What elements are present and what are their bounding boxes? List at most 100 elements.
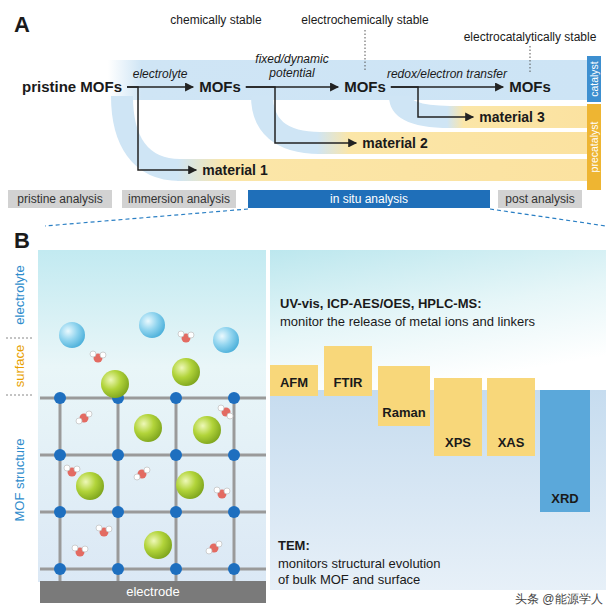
region-divider — [6, 338, 34, 339]
node-text: MOFs — [509, 78, 551, 96]
precatalyst-ribbon — [400, 96, 450, 117]
linker — [117, 398, 120, 581]
mof-framework — [40, 398, 266, 581]
analysis-stage: in situ analysis — [248, 190, 490, 208]
state-label: MOFs — [341, 77, 389, 97]
water-molecule — [214, 487, 230, 499]
technique-box: Raman — [378, 366, 430, 426]
node-text: material 3 — [479, 109, 544, 126]
hydrogen-atom — [214, 487, 220, 493]
region-divider — [6, 395, 34, 396]
metal-node — [54, 563, 66, 575]
metal-node — [54, 449, 66, 461]
guest-sphere — [172, 358, 200, 386]
panel-letter: B — [14, 228, 30, 254]
catalyst-band — [108, 60, 588, 100]
guest-sphere — [193, 416, 221, 444]
hydrogen-atom — [82, 546, 88, 552]
metal-node — [54, 506, 66, 518]
method-note: monitors structural evolution of bulk MO… — [278, 556, 450, 588]
guest-sphere — [76, 472, 104, 500]
hydrogen-atom — [100, 352, 106, 358]
water-molecule — [64, 465, 80, 477]
hydrogen-atom — [90, 351, 96, 357]
node-text: material 1 — [202, 162, 267, 179]
node-text: pristine analysis — [17, 192, 102, 206]
water-molecule — [96, 525, 112, 537]
bar-label: precatalyst — [588, 122, 601, 173]
node-text: in situ analysis — [330, 192, 408, 206]
cation-sphere — [213, 327, 239, 353]
hydrogen-atom — [144, 467, 150, 473]
watermark: 头条 @能源学人 — [515, 592, 603, 606]
precatalyst-bar — [587, 104, 601, 190]
hydrogen-atom — [72, 545, 78, 551]
state-label: MOFs — [506, 77, 554, 97]
technique-box: XAS — [487, 378, 535, 456]
hydrogen-atom — [74, 466, 80, 472]
hydrogen-atom — [224, 488, 230, 494]
zoom-line — [45, 209, 248, 226]
catalyst-bar — [587, 56, 601, 102]
hydrogen-atom — [206, 548, 212, 554]
region-label: MOF structure — [12, 438, 28, 521]
metal-node — [170, 563, 182, 575]
node-text: Raman — [382, 405, 425, 421]
solution-region — [270, 250, 606, 390]
water-molecule — [72, 545, 88, 557]
hydrogen-atom — [86, 411, 92, 417]
branch-arrow — [391, 87, 473, 117]
node-text: immersion analysis — [128, 192, 230, 206]
metal-node — [54, 392, 66, 404]
metal-node — [170, 392, 182, 404]
analysis-stage: pristine analysis — [8, 190, 112, 208]
branch-arrow — [246, 87, 356, 143]
guest-sphere — [176, 471, 204, 499]
metal-node — [112, 506, 124, 518]
linker — [233, 398, 236, 581]
region-label: electrolyte — [12, 265, 28, 324]
hydrogen-atom — [227, 413, 233, 419]
method-note: monitor the release of metal ions and li… — [280, 314, 535, 330]
precatalyst-band — [177, 159, 587, 181]
linker — [59, 398, 62, 581]
stability-label: chemically stable — [170, 13, 261, 27]
precatalyst-band — [317, 132, 587, 154]
node-text: MOFs — [199, 78, 241, 96]
metal-node — [228, 563, 240, 575]
leader-line — [530, 46, 531, 74]
edge-label: fixed/dynamic potential — [244, 52, 339, 81]
analysis-stage: immersion analysis — [122, 190, 236, 208]
node-text: material 2 — [362, 135, 427, 152]
region-label: surface — [12, 345, 28, 388]
node-text: XPS — [445, 435, 471, 451]
zoom-line — [490, 209, 606, 226]
water-molecule — [206, 541, 222, 554]
hydrogen-atom — [216, 541, 222, 547]
state-label: pristine MOFs — [19, 77, 125, 97]
metal-node — [228, 392, 240, 404]
leader-line — [365, 30, 366, 72]
metal-node — [228, 506, 240, 518]
product-label: material 3 — [476, 108, 547, 127]
metal-node — [112, 563, 124, 575]
node-text: electrode — [126, 584, 179, 600]
node-text: post analysis — [505, 192, 574, 206]
stability-label: electrocatalytically stable — [464, 30, 597, 44]
hydrogen-atom — [218, 405, 224, 411]
water-molecule — [218, 405, 233, 419]
water-molecule — [76, 411, 92, 424]
precatalyst-ribbon — [122, 96, 180, 170]
hydrogen-atom — [188, 332, 194, 338]
hydrogen-atom — [178, 331, 184, 337]
guest-sphere — [101, 370, 129, 398]
hydrogen-atom — [64, 465, 70, 471]
water-molecule — [134, 467, 150, 480]
edge-label: electrolyte — [133, 67, 188, 81]
method-heading: UV-vis, ICP-AES/OES, HPLC-MS: — [280, 296, 482, 312]
node-text: AFM — [280, 375, 308, 391]
water-molecule — [90, 351, 106, 363]
edge-label: redox/electron transfer — [387, 67, 507, 81]
node-text: FTIR — [334, 375, 363, 391]
